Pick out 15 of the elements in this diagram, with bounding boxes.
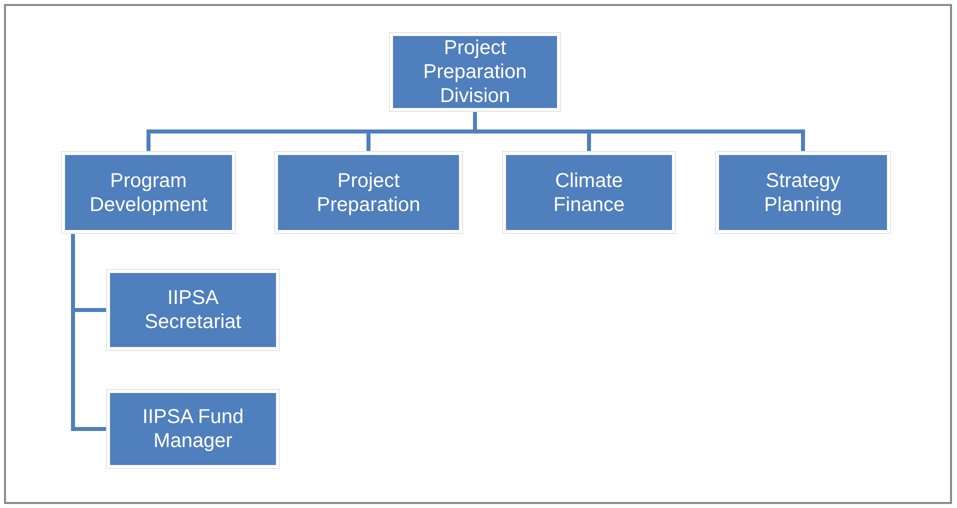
box-label: IIPSA Fund Manager	[141, 405, 245, 453]
org-box	[503, 152, 675, 233]
connector-line	[473, 111, 805, 152]
org-box	[390, 33, 560, 111]
org-box	[716, 152, 890, 233]
box-label: Project Preparation	[316, 168, 422, 216]
box-label: IIPSA Secretariat	[144, 286, 242, 334]
box-label: Climate Finance	[552, 168, 626, 216]
org-box	[107, 390, 279, 468]
org-box	[107, 270, 279, 350]
org-box	[62, 152, 235, 233]
org-box	[275, 152, 462, 233]
box-label: Program Development	[89, 168, 208, 216]
box-label: Strategy Planning	[763, 168, 843, 216]
box-label: Project Preparation Division	[422, 36, 528, 108]
